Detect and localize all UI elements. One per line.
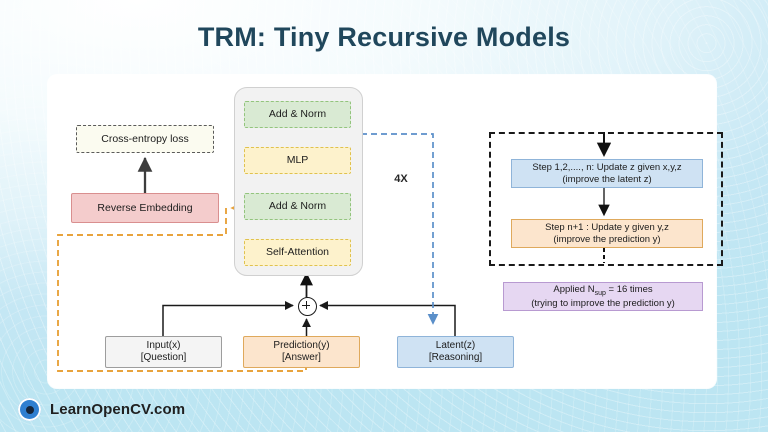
latent-z-line2: [Reasoning] (428, 352, 483, 363)
applied-nsup-line1: Applied Nsup = 16 times (531, 284, 675, 298)
cross-entropy-loss-box[interactable]: Cross-entropy loss (76, 125, 214, 153)
aperture-dot-icon (18, 398, 41, 421)
applied-suffix: = 16 times (605, 283, 653, 295)
recursion-group-dashed-border (489, 132, 723, 266)
input-x-box[interactable]: Input(x) [Question] (105, 336, 222, 368)
applied-nsup-box[interactable]: Applied Nsup = 16 times (trying to impro… (503, 282, 703, 311)
footer-brand[interactable]: LearnOpenCV.com (18, 398, 185, 421)
transformer-block-add-norm-2[interactable]: Add & Norm (244, 101, 351, 128)
input-x-line2: [Question] (140, 352, 187, 363)
latent-z-box[interactable]: Latent(z) [Reasoning] (397, 336, 514, 368)
step-n-line2: (improve the latent z) (562, 173, 652, 185)
transformer-block-add-norm-1[interactable]: Add & Norm (244, 193, 351, 220)
step-n-box[interactable]: Step 1,2,...., n: Update z given x,y,z (… (511, 159, 703, 188)
prediction-y-line2: [Answer] (282, 352, 321, 363)
applied-prefix: Applied N (553, 283, 595, 295)
applied-subscript: sup (594, 289, 606, 297)
wire-feedback-to-prediction (57, 208, 313, 372)
wire-transformer-to-latent (361, 133, 439, 325)
prediction-y-box[interactable]: Prediction(y) [Answer] (243, 336, 360, 368)
connector-layer (57, 131, 612, 372)
step-n-plus-1-box[interactable]: Step n+1 : Update y given y,z (improve t… (511, 219, 703, 248)
brand-name: LearnOpenCV.com (50, 401, 186, 418)
reverse-embedding-box[interactable]: Reverse Embedding (71, 193, 219, 223)
latent-z-line1: Latent(z) (435, 339, 476, 351)
step-n1-line2: (improve the prediction y) (553, 233, 661, 245)
transformer-block-self-attention[interactable]: Self-Attention (244, 239, 351, 266)
step-n-line1: Step 1,2,...., n: Update z given x,y,z (532, 161, 682, 173)
transformer-repeat-label: 4X (394, 173, 408, 185)
sum-junction-icon (298, 297, 317, 316)
input-x-line1: Input(x) (146, 339, 181, 351)
applied-nsup-line2: (trying to improve the prediction y) (531, 297, 675, 309)
prediction-y-line1: Prediction(y) (273, 339, 330, 351)
page-title: TRM: Tiny Recursive Models (197, 22, 571, 52)
wire-latent-to-junction (319, 301, 456, 336)
diagram-canvas: Add & Norm MLP Add & Norm Self-Attention… (48, 75, 723, 388)
wire-input-to-junction (162, 301, 294, 336)
step-n1-line1: Step n+1 : Update y given y,z (545, 221, 669, 233)
transformer-block-mlp[interactable]: MLP (244, 147, 351, 174)
